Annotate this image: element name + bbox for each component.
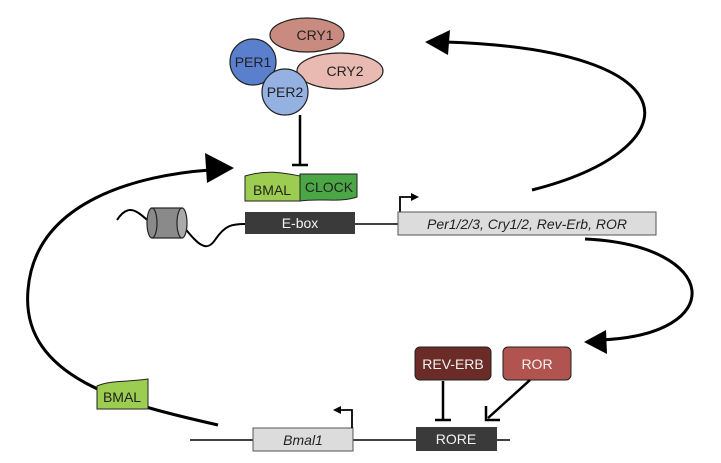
cry2-protein: CRY2 [296, 52, 384, 90]
promoter-arrow-targets [399, 193, 419, 212]
cry1-label: CRY1 [296, 27, 333, 43]
clock-label: CLOCK [305, 179, 354, 195]
rore-element: RORE [416, 427, 497, 451]
ebox-label: E-box [282, 215, 319, 231]
cry1-protein: CRY1 [269, 17, 345, 53]
ror-protein: ROR [502, 346, 572, 381]
bmal-label: BMAL [253, 182, 291, 198]
cry2-label: CRY2 [326, 63, 363, 79]
nucleosome-icon [146, 207, 188, 239]
ror-label: ROR [521, 356, 552, 372]
per2-protein: PER2 [261, 68, 309, 116]
inhibition-line-per-cry [292, 115, 308, 167]
rev-erb-label: REV-ERB [422, 356, 483, 372]
target-genes-box: Per1/2/3, Cry1/2, Rev-Erb, ROR [397, 211, 657, 236]
inhibition-line-rev-erb [435, 381, 451, 422]
per2-label: PER2 [267, 84, 304, 100]
clock-protein: CLOCK [299, 173, 358, 202]
rev-erb-protein: REV-ERB [414, 346, 492, 381]
promoter-arrow-bmal1 [333, 406, 353, 428]
bmal-protein: BMAL [244, 171, 301, 202]
feedback-arrow-top [425, 30, 647, 192]
rore-label: RORE [436, 431, 476, 447]
ebox-element: E-box [245, 212, 355, 234]
bmal1-gene-box: Bmal1 [252, 427, 354, 452]
bmal-free-protein: BMAL [96, 378, 149, 410]
bmal-free-label: BMAL [103, 389, 141, 405]
per1-protein: PER1 [229, 38, 277, 86]
target-genes-label: Per1/2/3, Cry1/2, Rev-Erb, ROR [427, 216, 627, 232]
activation-arrow-ror [484, 379, 531, 422]
feedback-arrow-right [584, 237, 694, 354]
per1-label: PER1 [235, 54, 272, 70]
bmal1-label: Bmal1 [283, 432, 323, 448]
